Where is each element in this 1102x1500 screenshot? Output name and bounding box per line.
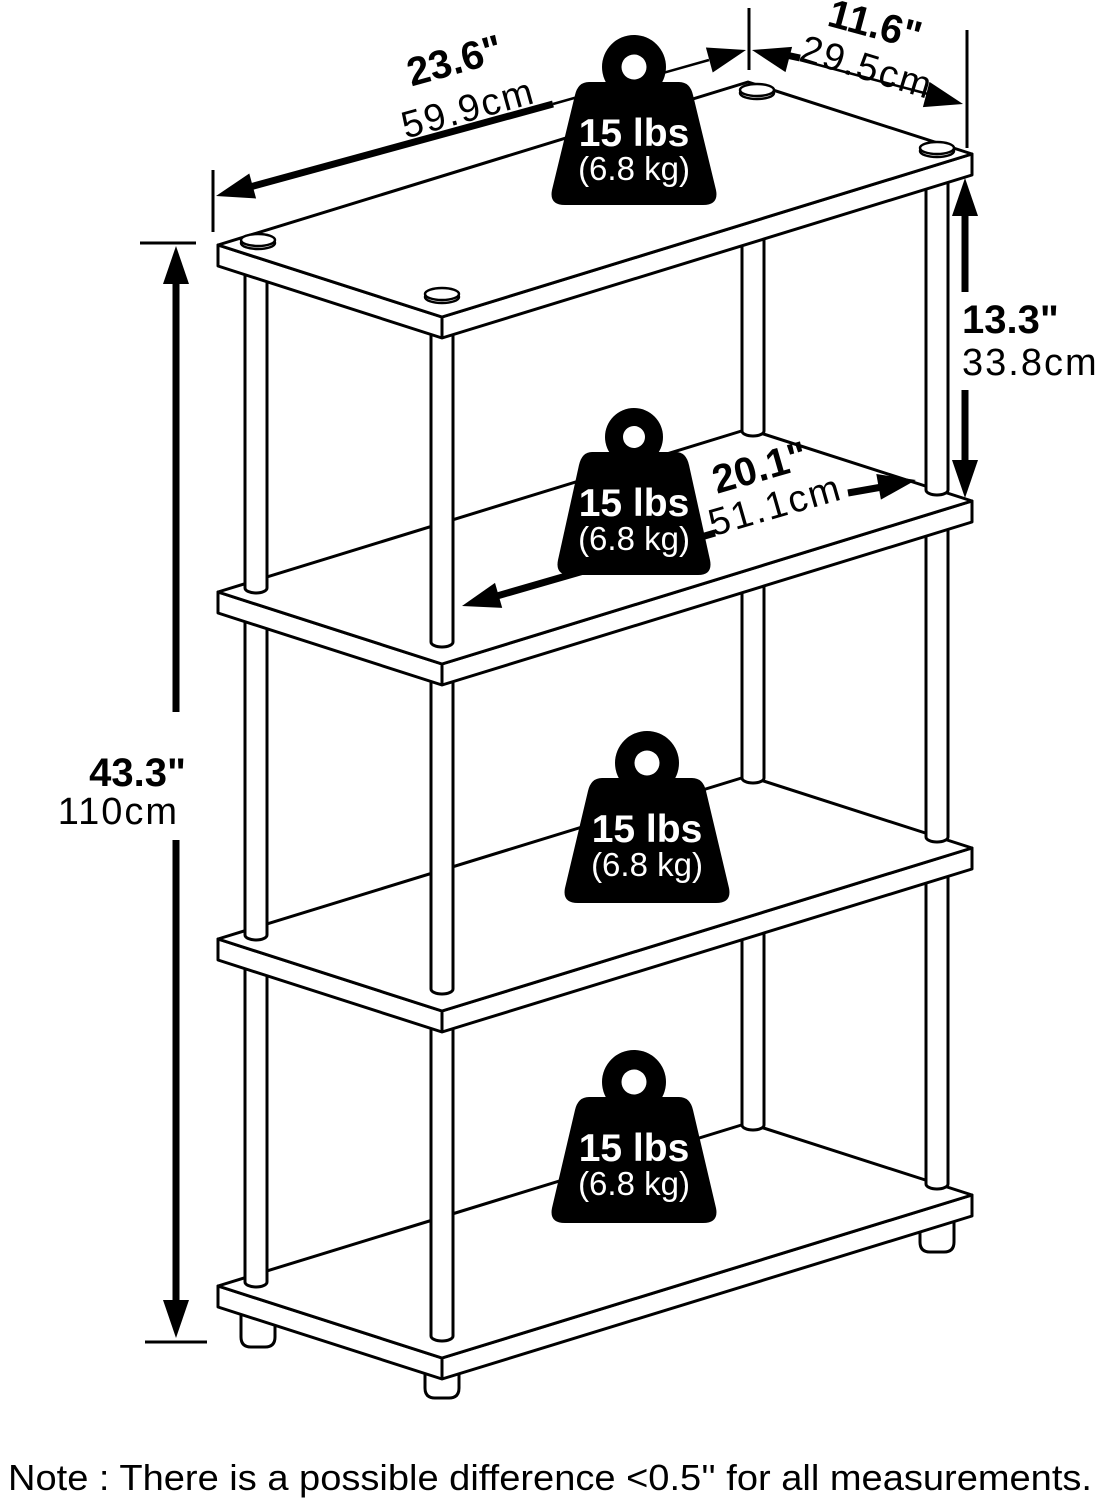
weight-ring-hole	[621, 1069, 647, 1095]
arrowhead-icon	[752, 46, 793, 73]
weight-body-icon	[564, 778, 730, 903]
measurement-note-label: Note : There is a possible difference <0…	[8, 1457, 1092, 1498]
total-height-cm-label: 110cm	[58, 791, 179, 833]
weight-kg-label: (6.8 kg)	[578, 150, 690, 187]
tube-posts-tier-3	[243, 874, 950, 1343]
post-left	[243, 956, 269, 1289]
dimension-depth	[752, 30, 969, 148]
post-front	[429, 681, 455, 996]
arrowhead-icon	[922, 81, 963, 108]
post-right	[924, 180, 950, 497]
post-left	[243, 262, 269, 595]
arrowhead-icon	[462, 582, 503, 608]
weight-body-icon	[551, 82, 717, 205]
weight-capacity-2: 15 lbs (6.8 kg)	[557, 408, 711, 575]
weight-kg-label: (6.8 kg)	[578, 1165, 690, 1202]
post-back	[740, 587, 766, 785]
weight-lbs-label: 15 lbs	[592, 808, 703, 851]
total-height-inches-label: 43.3"	[89, 751, 186, 795]
screw-cap-icon	[423, 286, 461, 305]
arrowhead-icon	[952, 178, 978, 216]
dimension-total-height: 43.3" 110cm	[58, 241, 207, 1344]
weight-ring-hole	[634, 750, 660, 776]
weight-body-icon	[551, 1097, 717, 1223]
arrowhead-icon	[216, 173, 257, 199]
weight-kg-label: (6.8 kg)	[578, 520, 690, 557]
weight-body-icon	[557, 452, 711, 575]
weight-kg-label: (6.8 kg)	[591, 846, 703, 883]
screw-cap-icon	[239, 232, 277, 251]
weight-lbs-label: 15 lbs	[579, 482, 690, 525]
post-right	[924, 874, 950, 1191]
weight-capacity-1: 15 lbs (6.8 kg)	[551, 35, 717, 205]
weight-lbs-label: 15 lbs	[579, 112, 690, 155]
tube-posts-tier-2	[243, 527, 950, 996]
weight-capacity-3: 15 lbs (6.8 kg)	[564, 731, 730, 903]
post-right	[924, 527, 950, 844]
weight-capacity-4: 15 lbs (6.8 kg)	[551, 1050, 717, 1223]
arrowhead-icon	[163, 246, 189, 284]
arrowhead-icon	[952, 460, 978, 498]
dimension-tier-height: 13.3" 33.8cm	[952, 178, 1099, 498]
post-back	[740, 934, 766, 1132]
post-front	[429, 1028, 455, 1343]
screw-caps	[239, 82, 956, 305]
arrowhead-icon	[163, 1300, 189, 1338]
weight-ring-hole	[623, 426, 645, 448]
arrowhead-icon	[705, 47, 746, 73]
tube-posts-tier-1	[243, 180, 950, 649]
screw-cap-icon	[918, 140, 956, 159]
tier-height-inches-label: 13.3"	[962, 298, 1059, 342]
post-left	[243, 609, 269, 942]
post-front	[429, 334, 455, 649]
weight-ring-hole	[621, 54, 647, 80]
tier-height-cm-label: 33.8cm	[962, 342, 1099, 384]
post-back	[740, 240, 766, 438]
screw-cap-icon	[738, 82, 776, 101]
arrowhead-icon	[876, 474, 916, 500]
weight-lbs-label: 15 lbs	[579, 1127, 690, 1170]
